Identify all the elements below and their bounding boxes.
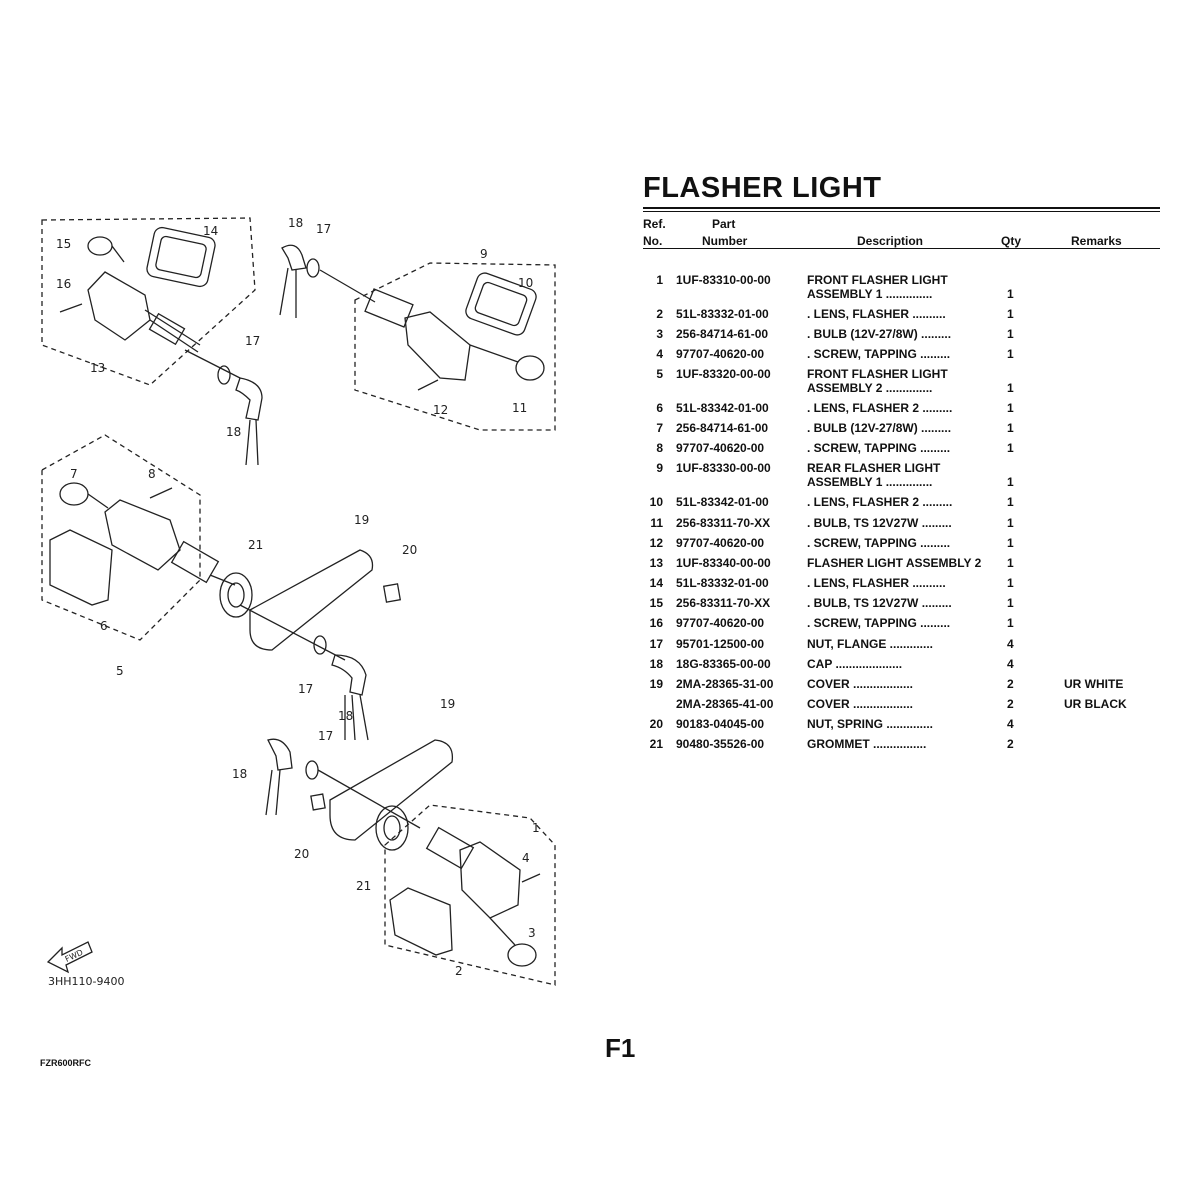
page-identifier: F1 bbox=[605, 1033, 636, 1063]
header-ref-line2: No. bbox=[643, 234, 663, 248]
callout-16: 16 bbox=[56, 277, 71, 291]
callout-18-lower: 18 bbox=[232, 767, 247, 781]
header-qty: Qty bbox=[1001, 234, 1022, 248]
screw-8-part bbox=[149, 487, 173, 499]
cover-19-part bbox=[249, 549, 374, 651]
callout-17-lower: 17 bbox=[318, 729, 333, 743]
cap-18-part bbox=[235, 377, 263, 421]
page-title: FLASHER LIGHT bbox=[643, 172, 882, 204]
footer-model-code: FZR600RFC bbox=[40, 1058, 92, 1068]
header-ref-line1: Ref. bbox=[643, 217, 666, 231]
assembly-1-outline bbox=[384, 804, 556, 986]
assembly-5-outline bbox=[41, 434, 201, 641]
housing-13-part bbox=[87, 271, 151, 341]
callout-10: 10 bbox=[518, 276, 533, 290]
callout-18-top: 18 bbox=[288, 216, 303, 230]
grommet-21-part bbox=[219, 572, 253, 618]
bulb-11-part bbox=[515, 355, 545, 381]
title-rule-thin bbox=[643, 211, 1160, 212]
housing-1-part bbox=[459, 841, 521, 919]
callout-21: 21 bbox=[248, 538, 263, 552]
cover-19-lower-part bbox=[329, 739, 454, 841]
bulb-15-part bbox=[87, 236, 113, 256]
callout-18-mid: 18 bbox=[338, 709, 353, 723]
callout-9: 9 bbox=[480, 247, 488, 261]
lens-10-part bbox=[465, 272, 537, 336]
table-row: ASSEMBLY 1 ..............1 bbox=[807, 287, 1014, 301]
cap-18-top-part bbox=[281, 244, 307, 271]
header-description: Description bbox=[857, 234, 924, 248]
diagram-reference: 3HH110-9400 bbox=[48, 975, 125, 988]
callout-2: 2 bbox=[455, 964, 463, 978]
callout-6: 6 bbox=[100, 619, 108, 633]
callout-5: 5 bbox=[116, 664, 124, 678]
callout-19-lower: 19 bbox=[440, 697, 455, 711]
callout-17-mid: 17 bbox=[298, 682, 313, 696]
title-rule-thick bbox=[643, 207, 1160, 209]
fwd-arrow-icon bbox=[46, 941, 93, 974]
screw-12-part bbox=[417, 379, 439, 391]
screw-16-part bbox=[59, 303, 83, 313]
callout-12: 12 bbox=[433, 403, 448, 417]
assembly-9-outline bbox=[354, 262, 556, 431]
lens-6-part bbox=[49, 529, 113, 606]
callout-15: 15 bbox=[56, 237, 71, 251]
callout-20: 20 bbox=[402, 543, 417, 557]
callout-20-lower: 20 bbox=[294, 847, 309, 861]
callout-4: 4 bbox=[522, 851, 530, 865]
assembly-13-outline bbox=[41, 217, 256, 386]
callout-3: 3 bbox=[528, 926, 536, 940]
callout-17-top: 17 bbox=[316, 222, 331, 236]
bulb-7-part bbox=[59, 482, 89, 506]
table-row: ASSEMBLY 1 ..............1 bbox=[807, 475, 1014, 489]
nut-17-part bbox=[217, 365, 231, 385]
callout-11: 11 bbox=[512, 401, 527, 415]
bulb-3-part bbox=[507, 943, 537, 967]
callout-7: 7 bbox=[70, 467, 78, 481]
header-remarks: Remarks bbox=[1071, 234, 1122, 248]
screw-4-part bbox=[521, 873, 541, 883]
header-part-line1: Part bbox=[712, 217, 736, 231]
housing-5-part bbox=[104, 499, 181, 571]
lens-2-part bbox=[389, 887, 453, 956]
callout-19: 19 bbox=[354, 513, 369, 527]
callout-18: 18 bbox=[226, 425, 241, 439]
callout-1: 1 bbox=[532, 821, 540, 835]
header-rule bbox=[643, 248, 1160, 249]
callout-8: 8 bbox=[148, 467, 156, 481]
callout-13: 13 bbox=[90, 361, 105, 375]
callout-14: 14 bbox=[203, 224, 218, 238]
header-part-line2: Number bbox=[702, 234, 748, 248]
exploded-parts-diagram: 1 2 3 4 5 6 7 8 9 10 11 12 13 14 15 16 1… bbox=[41, 216, 556, 988]
nut-spring-20-part bbox=[382, 583, 402, 603]
table-row: ASSEMBLY 2 ..............1 bbox=[807, 381, 1014, 395]
callout-17: 17 bbox=[245, 334, 260, 348]
housing-9-part bbox=[404, 311, 471, 381]
lens-14-part bbox=[146, 226, 216, 288]
callout-21-lower: 21 bbox=[356, 879, 371, 893]
